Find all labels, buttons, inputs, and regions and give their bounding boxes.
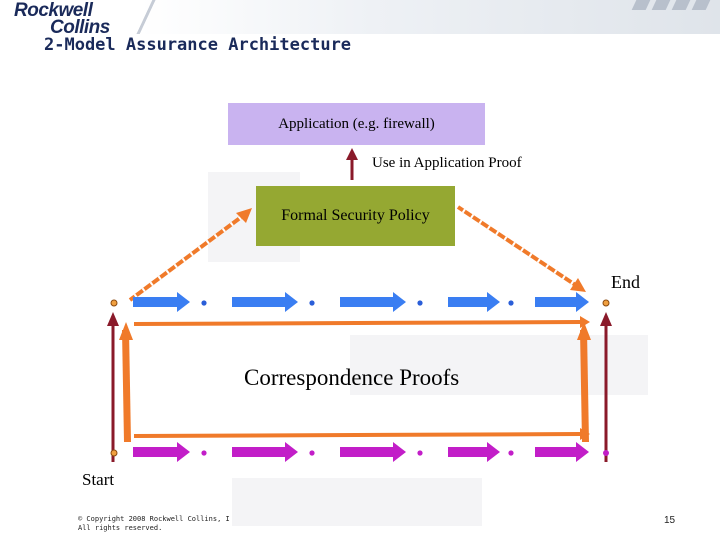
- blue-state-dot: [201, 300, 207, 306]
- blue-step-arrow: [535, 292, 589, 312]
- use-in-application-label: Use in Application Proof: [372, 155, 522, 171]
- start-label: Start: [82, 470, 115, 489]
- copyright-notice: © Copyright 2008 Rockwell Collins, Ir Al…: [78, 515, 230, 533]
- copyright-line-1: © Copyright 2008 Rockwell Collins, Ir: [78, 515, 230, 523]
- left-correspondence-arrowhead: [119, 322, 133, 340]
- blue-state-dot: [309, 300, 315, 306]
- left-correspondence-bar: [122, 330, 131, 442]
- right-orange-arrowhead: [570, 278, 586, 292]
- magenta-step-arrow: [232, 442, 298, 462]
- end-node-bottom: [603, 450, 609, 456]
- blue-step-arrow: [448, 292, 500, 312]
- header-gradient: [140, 0, 720, 34]
- magenta-state-dot: [417, 450, 423, 456]
- magenta-step-arrow: [448, 442, 500, 462]
- correspondence-proofs-label: Correspondence Proofs: [244, 365, 460, 390]
- blue-step-arrow: [340, 292, 406, 312]
- bottom-correspondence-bar: [134, 428, 590, 440]
- right-correspondence-arrowhead: [577, 322, 591, 340]
- magenta-step-arrow: [133, 442, 190, 462]
- background-panel: [232, 478, 482, 526]
- logo-line-1: Rockwell: [14, 0, 93, 21]
- blue-state-dot: [417, 300, 423, 306]
- blue-step-arrow: [133, 292, 190, 312]
- blue-state-dot: [508, 300, 514, 306]
- magenta-state-dot: [508, 450, 514, 456]
- magenta-step-arrow: [340, 442, 406, 462]
- blue-step-arrow: [232, 292, 298, 312]
- use-in-application-arrowhead: [346, 148, 358, 160]
- left-orange-arrowhead: [236, 208, 252, 223]
- top-correspondence-bar: [134, 316, 590, 328]
- rockwell-collins-logo: Rockwell Collins: [14, 0, 110, 38]
- end-label: End: [611, 272, 640, 292]
- magenta-state-dot: [201, 450, 207, 456]
- magenta-step-arrow: [535, 442, 589, 462]
- start-vertical-arrowhead: [107, 312, 119, 326]
- formal-security-policy-box: Formal Security Policy: [256, 186, 455, 246]
- end-vertical-arrowhead: [600, 312, 612, 326]
- page-title: 2-Model Assurance Architecture: [44, 35, 352, 55]
- top-state-sequence: [110, 292, 610, 312]
- header-slash-decoration: [136, 0, 156, 34]
- right-orange-arrow-line: [456, 205, 582, 290]
- logo-line-2: Collins: [50, 17, 110, 38]
- magenta-state-dot: [309, 450, 315, 456]
- copyright-line-2: All rights reserved.: [78, 524, 163, 532]
- bottom-state-sequence: [110, 442, 609, 462]
- background-panel: [350, 335, 648, 395]
- application-box: Application (e.g. firewall): [228, 103, 485, 145]
- start-node-top: [110, 299, 118, 307]
- start-node-bottom: [110, 449, 118, 457]
- right-correspondence-bar: [580, 330, 589, 442]
- page-number: 15: [664, 515, 676, 526]
- left-orange-arrow-line: [128, 210, 250, 302]
- end-node-top: [602, 299, 610, 307]
